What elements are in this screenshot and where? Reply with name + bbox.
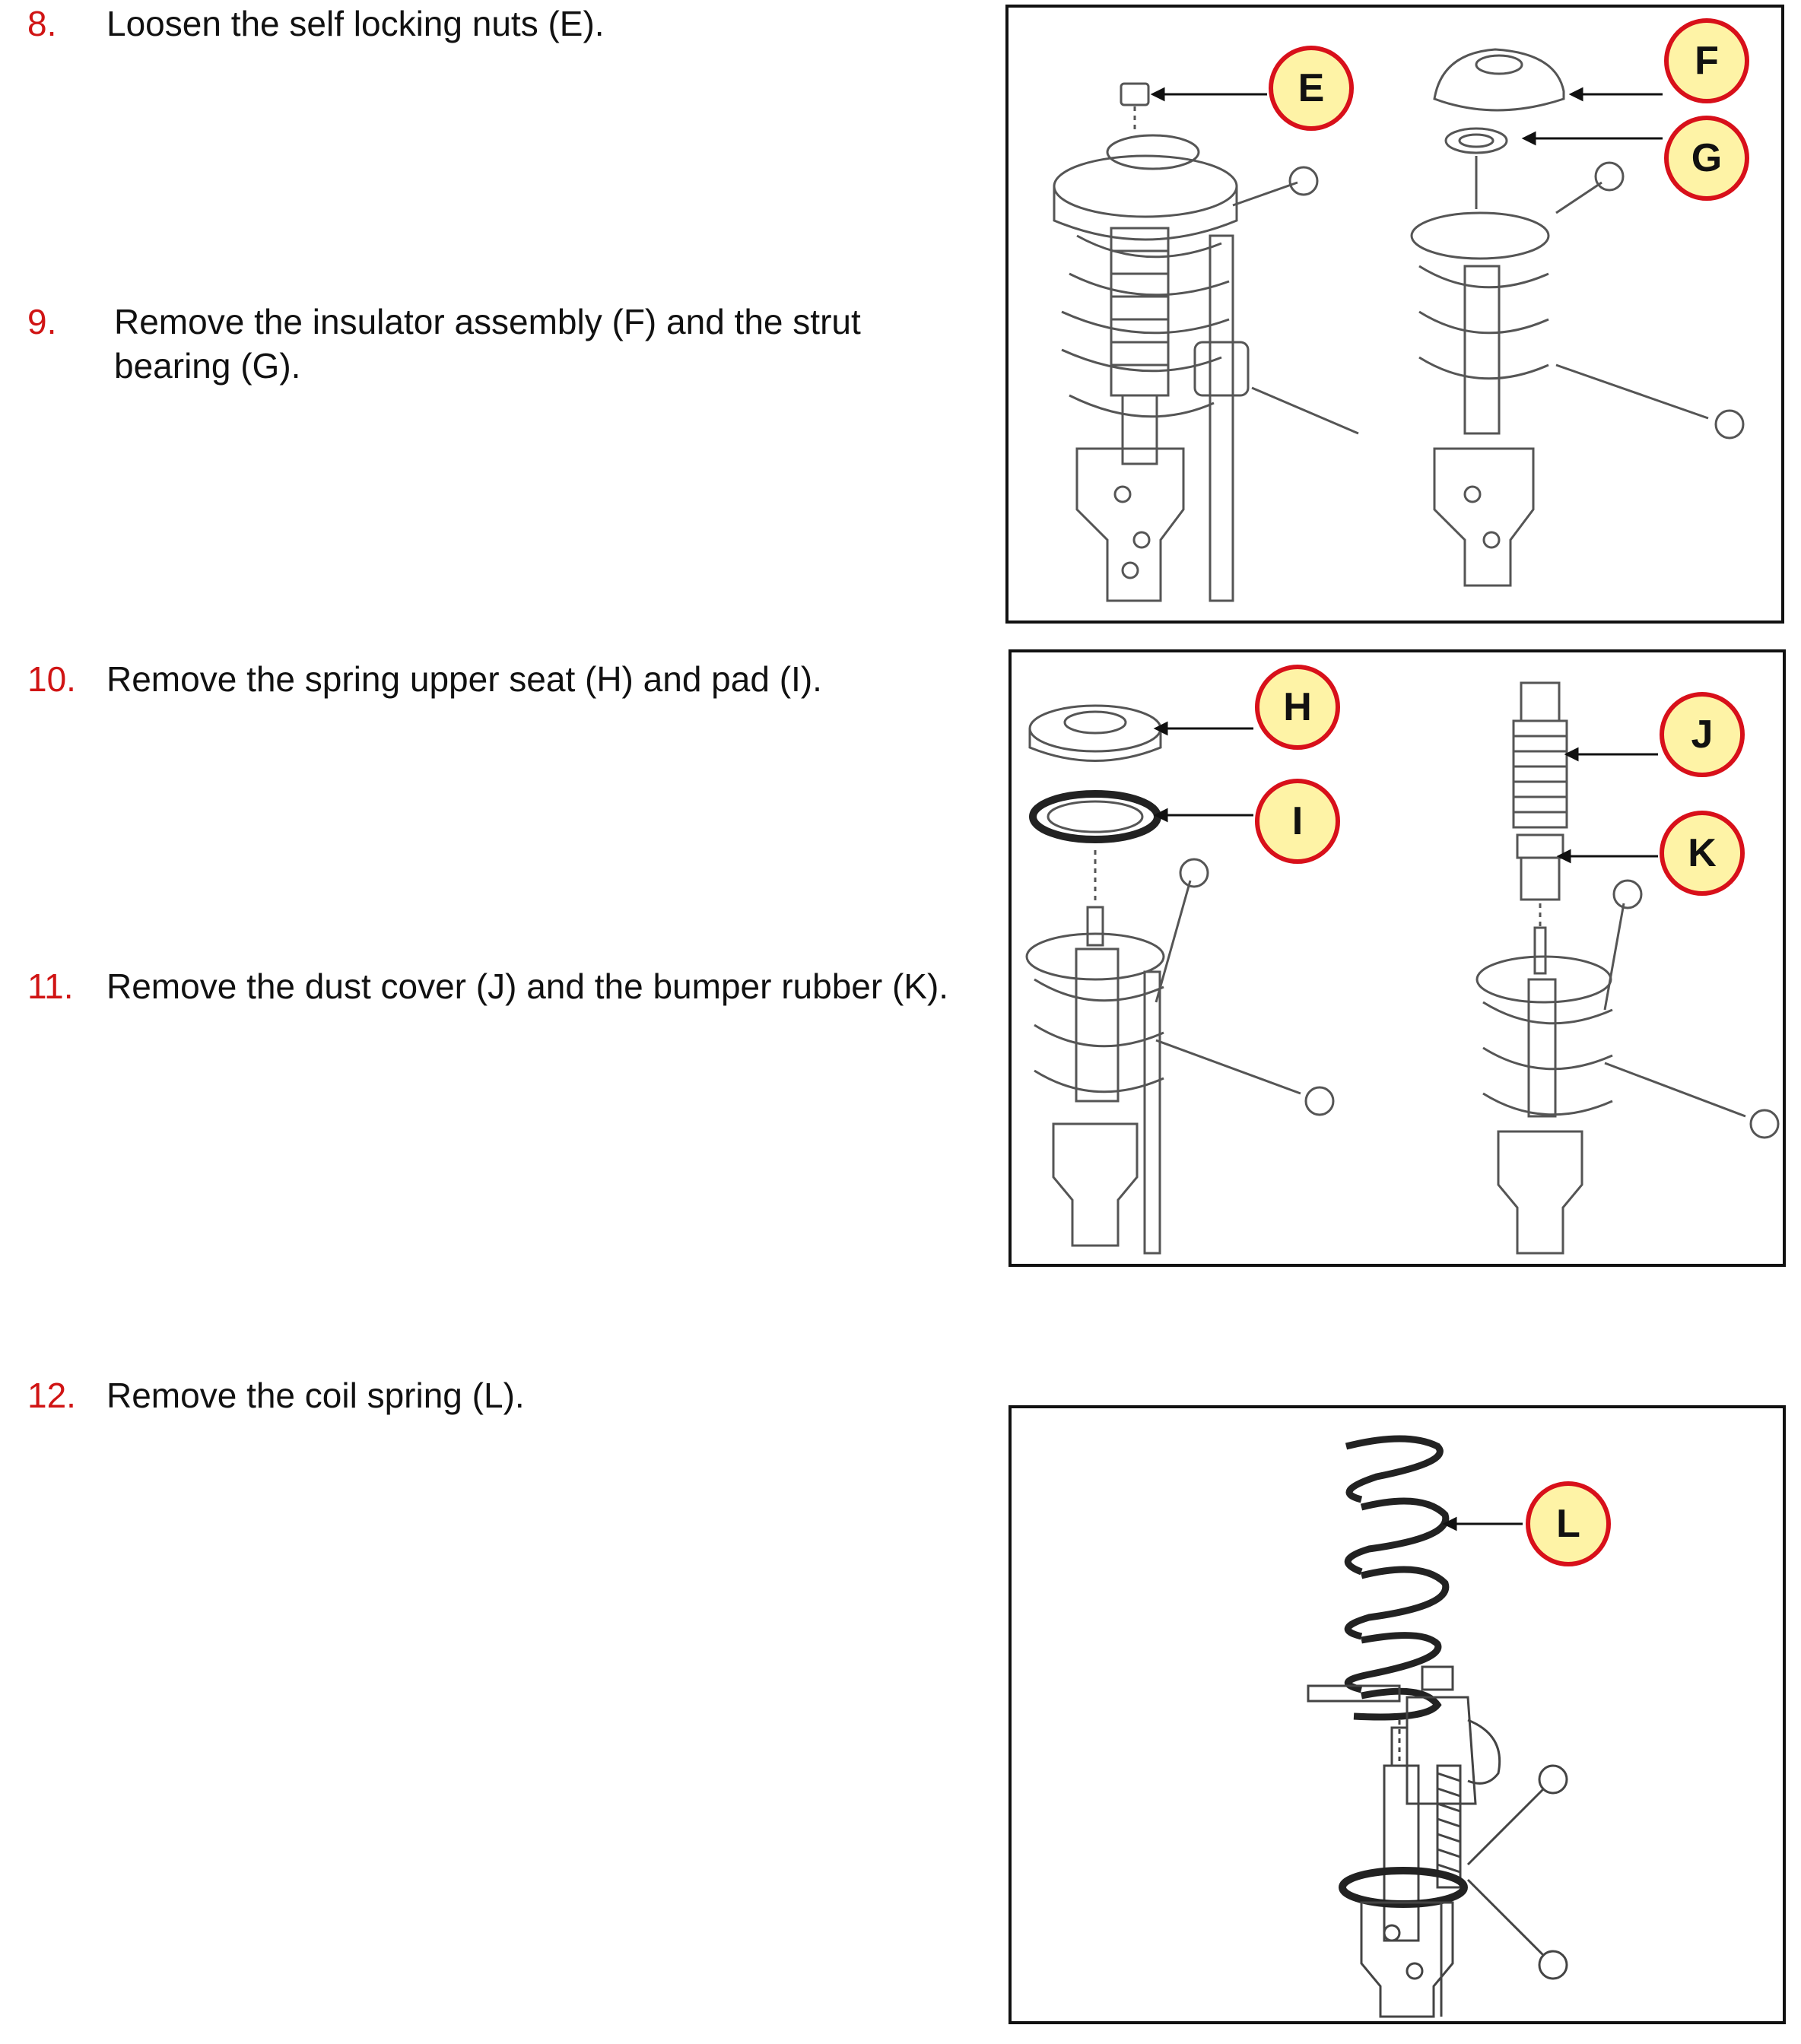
callout-k: K — [1660, 811, 1745, 896]
step-number: 12. — [27, 1376, 76, 1415]
strut-illustration — [1053, 48, 1745, 602]
step-text: Remove the insulator assembly (F) and th… — [114, 302, 861, 386]
callout-f: F — [1664, 18, 1749, 103]
step-number: 9. — [27, 302, 57, 341]
strut-body-drawing — [1307, 1665, 1568, 2018]
upper-seat-and-pad-drawing — [1025, 704, 1335, 1255]
left-strut-drawing — [1053, 82, 1359, 602]
step-number: 8. — [27, 4, 57, 43]
figure-coil-spring-removal: L — [1008, 1405, 1786, 2024]
callout-l: L — [1526, 1481, 1611, 1566]
callout-e: E — [1269, 46, 1354, 131]
figure-upper-seat-removal: H I J K — [1008, 649, 1786, 1267]
step-text: Remove the coil spring (L). — [106, 1376, 525, 1415]
right-strut-drawing — [1410, 48, 1745, 587]
step-number: 10. — [27, 659, 76, 699]
callout-i: I — [1255, 779, 1340, 864]
step-text: Remove the spring upper seat (H) and pad… — [106, 659, 822, 699]
callout-g: G — [1664, 116, 1749, 201]
callout-j: J — [1660, 692, 1745, 777]
step-text: Loosen the self locking nuts (E). — [106, 4, 605, 43]
coil-spring-drawing — [1344, 1435, 1450, 1721]
leader-lines — [1153, 721, 1658, 864]
step-number: 11. — [27, 966, 74, 1006]
leader-lines — [1442, 1516, 1523, 1531]
dust-cover-and-bumper-drawing — [1475, 681, 1780, 1255]
leader-lines — [1150, 87, 1663, 146]
callout-h: H — [1255, 665, 1340, 750]
figure-insulator-removal: E F G — [1005, 5, 1784, 624]
strut-illustration — [1307, 1435, 1568, 2018]
strut-illustration — [1025, 681, 1780, 1255]
step-text: Remove the dust cover (J) and the bumper… — [106, 966, 949, 1006]
